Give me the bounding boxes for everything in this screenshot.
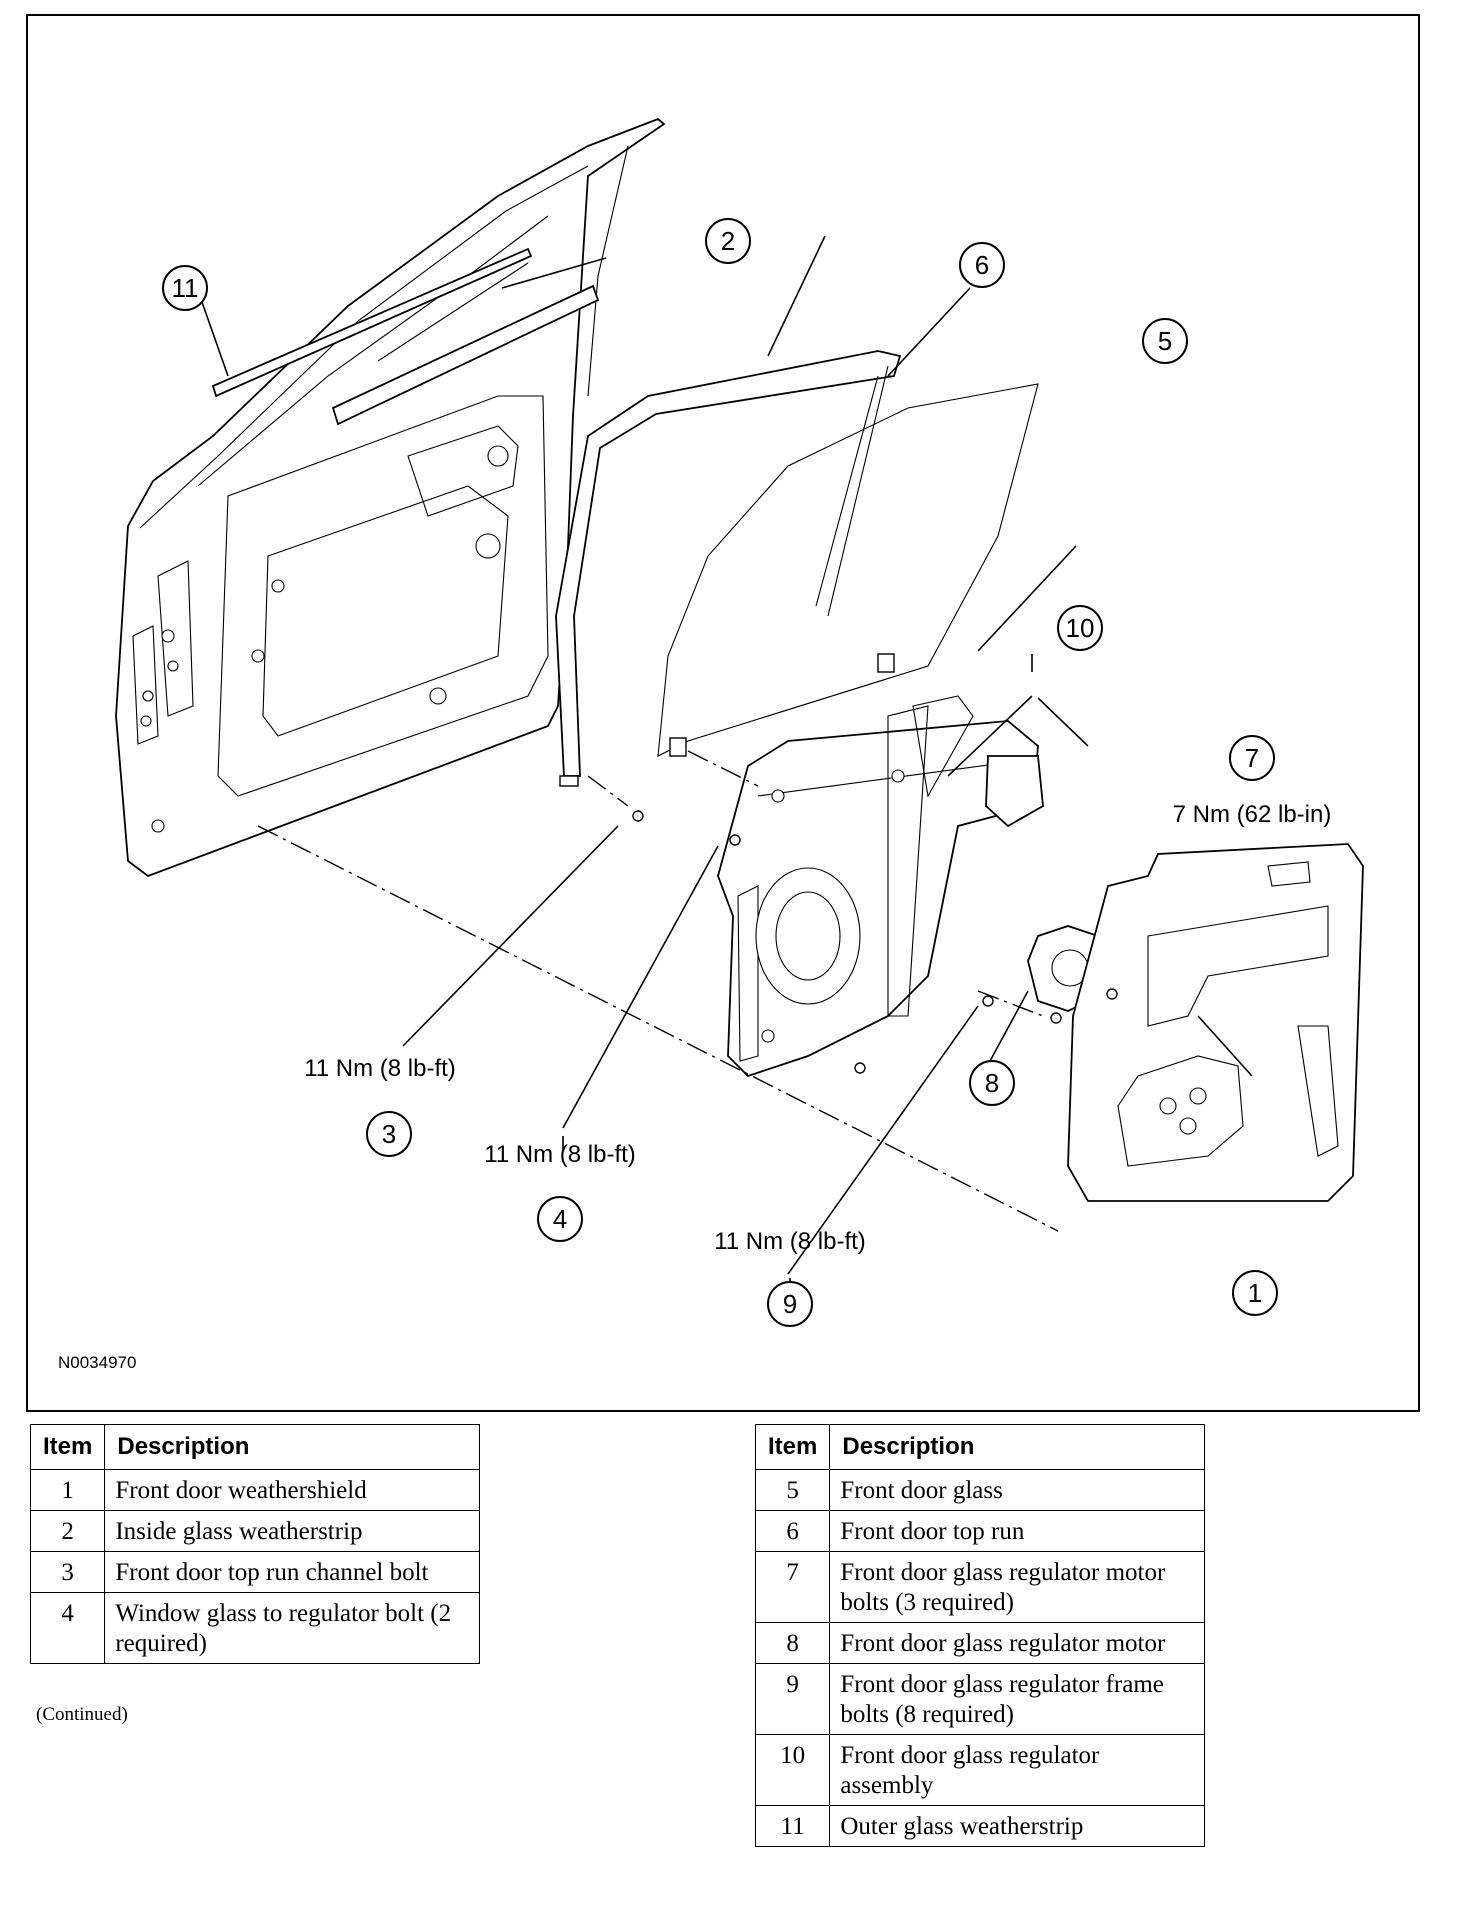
item-description: Outer glass weatherstrip [829, 1805, 1205, 1847]
svg-text:8: 8 [985, 1068, 999, 1098]
item-number: 3 [29, 1551, 106, 1593]
torque-spec-3: 11 Nm (8 lb-ft) [304, 1055, 456, 1082]
table-row: 9 Front door glass regulator frame bolts… [754, 1663, 1205, 1735]
item-description: Front door glass regulator frame bolts (… [829, 1663, 1205, 1735]
callout-2: 2 [705, 218, 751, 264]
item-description: Front door glass regulator assembly [829, 1734, 1205, 1806]
svg-text:9: 9 [783, 1289, 797, 1319]
table-row: 8 Front door glass regulator motor [754, 1622, 1205, 1664]
svg-text:1: 1 [1248, 1278, 1262, 1308]
table-row: 4 Window glass to regulator bolt (2 requ… [29, 1592, 480, 1664]
item-number: 1 [29, 1469, 106, 1511]
item-number: 2 [29, 1510, 106, 1552]
item-number: 7 [754, 1551, 831, 1623]
callout-10: 10 [1057, 605, 1103, 651]
item-description: Front door glass [829, 1469, 1205, 1511]
table-row: 2 Inside glass weatherstrip [29, 1510, 480, 1552]
callout-6: 6 [959, 242, 1005, 288]
svg-text:11: 11 [172, 273, 199, 303]
torque-spec-7: 7 Nm (62 lb-in) [1173, 801, 1332, 828]
item-number: 6 [754, 1510, 831, 1552]
callout-1: 1 [1232, 1270, 1278, 1316]
weathershield [1067, 843, 1364, 1202]
table-header-row: Item Description [29, 1424, 480, 1470]
item-number: 11 [754, 1805, 831, 1847]
item-number: 10 [754, 1734, 831, 1806]
table-row: 10 Front door glass regulator assembly [754, 1734, 1205, 1806]
items-table-right: Item Description 5 Front door glass 6 Fr… [754, 1424, 1205, 1847]
torque-spec-4: 11 Nm (8 lb-ft) [484, 1141, 636, 1168]
regulator-assembly [632, 695, 1044, 1078]
callout-3: 3 [366, 1111, 412, 1157]
header-item: Item [754, 1424, 831, 1470]
item-description: Front door top run channel bolt [104, 1551, 480, 1593]
item-number: 4 [29, 1592, 106, 1664]
header-description: Description [829, 1424, 1205, 1470]
top-run [555, 350, 902, 787]
item-description: Window glass to regulator bolt (2 requir… [104, 1592, 480, 1664]
svg-text:6: 6 [975, 250, 989, 280]
item-number: 5 [754, 1469, 831, 1511]
table-row: 7 Front door glass regulator motor bolts… [754, 1551, 1205, 1623]
callout-7: 7 [1229, 735, 1275, 781]
items-table-left: Item Description 1 Front door weathershi… [29, 1424, 480, 1664]
table-row: 6 Front door top run [754, 1510, 1205, 1552]
item-description: Front door glass regulator motor [829, 1622, 1205, 1664]
callout-11: 11 [162, 265, 208, 311]
table-row: 3 Front door top run channel bolt [29, 1551, 480, 1593]
diagram-frame: 11 2 6 5 10 7 7 Nm (62 lb-in) 8 11 Nm (8… [26, 14, 1420, 1412]
door-shell [115, 117, 666, 878]
svg-text:3: 3 [382, 1119, 396, 1149]
item-number: 8 [754, 1622, 831, 1664]
torque-spec-9: 11 Nm (8 lb-ft) [714, 1228, 866, 1255]
table-row: 11 Outer glass weatherstrip [754, 1805, 1205, 1847]
svg-text:2: 2 [721, 226, 735, 256]
table-row: 5 Front door glass [754, 1469, 1205, 1511]
svg-text:7: 7 [1245, 743, 1259, 773]
svg-text:10: 10 [1066, 613, 1095, 643]
item-description: Inside glass weatherstrip [104, 1510, 480, 1552]
exploded-door-diagram: 11 2 6 5 10 7 7 Nm (62 lb-in) 8 11 Nm (8… [58, 117, 1364, 1372]
callout-4: 4 [537, 1196, 583, 1242]
continued-note: (Continued) [36, 1704, 128, 1725]
diagram-reference-id: N0034970 [58, 1353, 136, 1372]
item-description: Front door weathershield [104, 1469, 480, 1511]
callout-8: 8 [969, 1060, 1015, 1106]
svg-text:4: 4 [553, 1204, 567, 1234]
svg-text:5: 5 [1158, 326, 1172, 356]
item-number: 9 [754, 1663, 831, 1735]
header-item: Item [29, 1424, 106, 1470]
table-row: 1 Front door weathershield [29, 1469, 480, 1511]
item-description: Front door top run [829, 1510, 1205, 1552]
header-description: Description [104, 1424, 480, 1470]
callout-9: 9 [767, 1281, 813, 1327]
leader-lines [189, 235, 1253, 1300]
callout-5: 5 [1142, 318, 1188, 364]
front-door-glass [657, 383, 1039, 757]
table-header-row: Item Description [754, 1424, 1205, 1470]
item-description: Front door glass regulator motor bolts (… [829, 1551, 1205, 1623]
